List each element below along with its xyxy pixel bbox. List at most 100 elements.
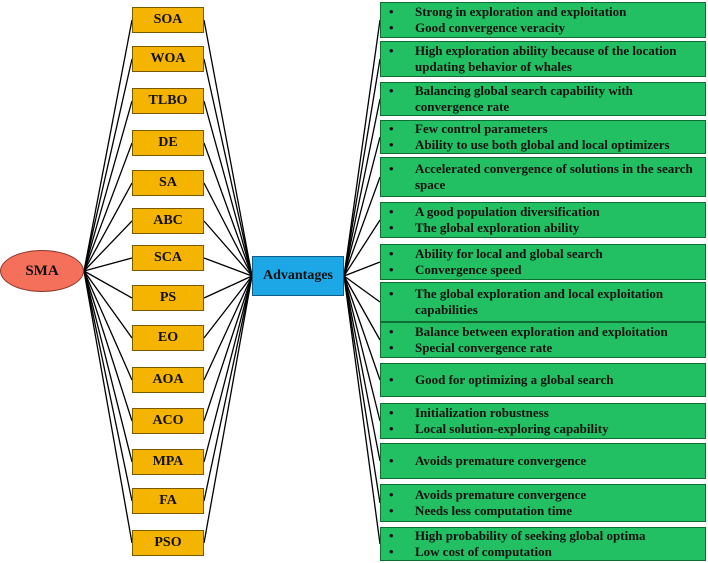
- advantages-connector-line: [203, 142, 253, 277]
- sma-connector-line: [83, 270, 133, 544]
- sma-connector-line: [83, 220, 133, 272]
- advantage-connector-line: [343, 275, 381, 422]
- advantage-text: Good convergence veracity: [415, 20, 566, 35]
- algorithm-label: ACO: [152, 413, 184, 428]
- algorithm-box: SCA: [132, 245, 204, 271]
- bullet-icon: •: [389, 262, 394, 277]
- advantage-item: • Strong in exploration and exploitation: [387, 4, 701, 20]
- algorithm-label: EO: [157, 330, 179, 345]
- algorithm-label: SA: [159, 175, 177, 190]
- algorithm-box: EO: [132, 325, 204, 351]
- advantage-text: The global exploration ability: [415, 220, 580, 235]
- advantage-box: •Few control parameters•Ability to use b…: [380, 120, 706, 154]
- advantage-item: •Balance between exploration and exploit…: [387, 324, 701, 340]
- bullet-icon: •: [389, 220, 394, 235]
- advantages-connector-line: [203, 257, 253, 277]
- advantages-connector-line: [203, 275, 253, 422]
- advantage-text: Initialization robustness: [415, 405, 549, 420]
- bullet-icon: •: [389, 246, 394, 261]
- advantage-box: •A good population diversification• The g…: [380, 202, 706, 238]
- bullet-icon: •: [389, 121, 394, 136]
- advantage-item: •Avoids premature convergence: [387, 487, 701, 503]
- advantage-connector-line: [343, 98, 381, 277]
- advantage-text: High probability of seeking global optim…: [415, 528, 646, 543]
- advantage-item: •Good convergence veracity: [387, 20, 701, 36]
- advantage-item: • The global exploration ability: [387, 220, 701, 236]
- sma-connector-line: [83, 58, 133, 272]
- advantage-text: Accelerated convergence of solutions in …: [415, 161, 693, 192]
- advantage-item: •A good population diversification: [387, 204, 701, 220]
- algorithm-box: SA: [132, 170, 204, 196]
- algorithm-label: FA: [159, 493, 177, 508]
- advantages-connector-line: [203, 275, 253, 339]
- bullet-icon: •: [389, 43, 394, 58]
- bullet-icon: •: [389, 453, 394, 468]
- advantage-connector-line: [343, 219, 381, 277]
- advantage-connector-line: [343, 275, 381, 341]
- advantage-text: The global exploration and local exploit…: [415, 286, 664, 317]
- advantage-box: • High exploration ability because of the…: [380, 41, 706, 77]
- advantage-connector-line: [343, 275, 381, 545]
- algorithm-label: DE: [158, 135, 178, 150]
- algorithm-box: TLBO: [132, 88, 204, 114]
- algorithm-box: MPA: [132, 449, 204, 475]
- sma-connector-line: [83, 270, 133, 299]
- advantage-item: •Balancing global search capability with…: [387, 83, 701, 115]
- advantage-item: •Special convergence rate: [387, 340, 701, 356]
- advantage-text: Local solution-exploring capability: [415, 421, 609, 436]
- advantage-item: • Accelerated convergence of solutions in…: [387, 161, 701, 193]
- advantages-node: Advantages: [252, 256, 344, 296]
- advantage-box: •Avoids premature convergence•Needs less…: [380, 484, 706, 522]
- advantage-text: Strong in exploration and exploitation: [415, 4, 627, 19]
- sma-connector-line: [83, 19, 133, 272]
- algorithm-box: PS: [132, 285, 204, 311]
- advantage-connector-line: [343, 136, 381, 277]
- advantage-item: •Local solution-exploring capability: [387, 421, 701, 437]
- advantage-item: •The global exploration and local exploi…: [387, 286, 701, 318]
- advantage-item: •Initialization robustness: [387, 405, 701, 421]
- advantages-label: Advantages: [262, 268, 333, 283]
- bullet-icon: •: [389, 137, 394, 152]
- sma-connector-line: [83, 100, 133, 272]
- algorithm-box: SOA: [132, 7, 204, 33]
- advantage-connector-line: [343, 261, 381, 277]
- advantage-text: Avoids premature convergence: [415, 487, 587, 502]
- algorithm-label: PS: [159, 290, 177, 305]
- sma-connector-line: [83, 270, 133, 422]
- bullet-icon: •: [389, 161, 394, 176]
- algorithm-box: PSO: [132, 530, 204, 556]
- advantages-connector-line: [203, 182, 253, 277]
- advantage-text: Convergence speed: [415, 262, 522, 277]
- algorithm-box: ABC: [132, 208, 204, 234]
- advantage-item: • Few control parameters: [387, 121, 701, 137]
- bullet-icon: •: [389, 544, 394, 559]
- advantage-box: •Good for optimizing a global search: [380, 363, 706, 397]
- advantage-box: •Ability for local and global search•Con…: [380, 244, 706, 280]
- algorithm-label: MPA: [152, 454, 184, 469]
- advantage-box: • Strong in exploration and exploitation•…: [380, 2, 706, 38]
- advantage-item: •Good for optimizing a global search: [387, 372, 701, 388]
- advantage-item: •High probability of seeking global opti…: [387, 528, 701, 544]
- advantage-text: Special convergence rate: [415, 340, 553, 355]
- algorithm-label: AOA: [152, 372, 184, 387]
- advantage-connector-line: [343, 19, 381, 277]
- advantage-item: •Low cost of computation: [387, 544, 701, 560]
- advantages-connector-line: [203, 220, 253, 277]
- sma-connector-line: [83, 182, 133, 272]
- advantages-connector-line: [203, 275, 253, 544]
- advantage-text: High exploration ability because of the …: [415, 43, 677, 74]
- algorithm-box: WOA: [132, 46, 204, 72]
- sma-connector-line: [83, 270, 133, 381]
- sma-node: SMA: [0, 250, 84, 292]
- advantage-text: Few control parameters: [415, 121, 548, 136]
- algorithm-box: FA: [132, 488, 204, 514]
- bullet-icon: •: [389, 4, 394, 19]
- bullet-icon: •: [389, 324, 394, 339]
- advantage-box: • High probability of seeking global opti…: [380, 527, 706, 561]
- algorithm-box: DE: [132, 130, 204, 156]
- algorithm-label: PSO: [154, 535, 182, 550]
- advantage-connector-line: [343, 58, 381, 277]
- bullet-icon: •: [389, 204, 394, 219]
- algorithm-label: SCA: [153, 250, 182, 265]
- advantage-item: • High exploration ability because of the…: [387, 43, 701, 75]
